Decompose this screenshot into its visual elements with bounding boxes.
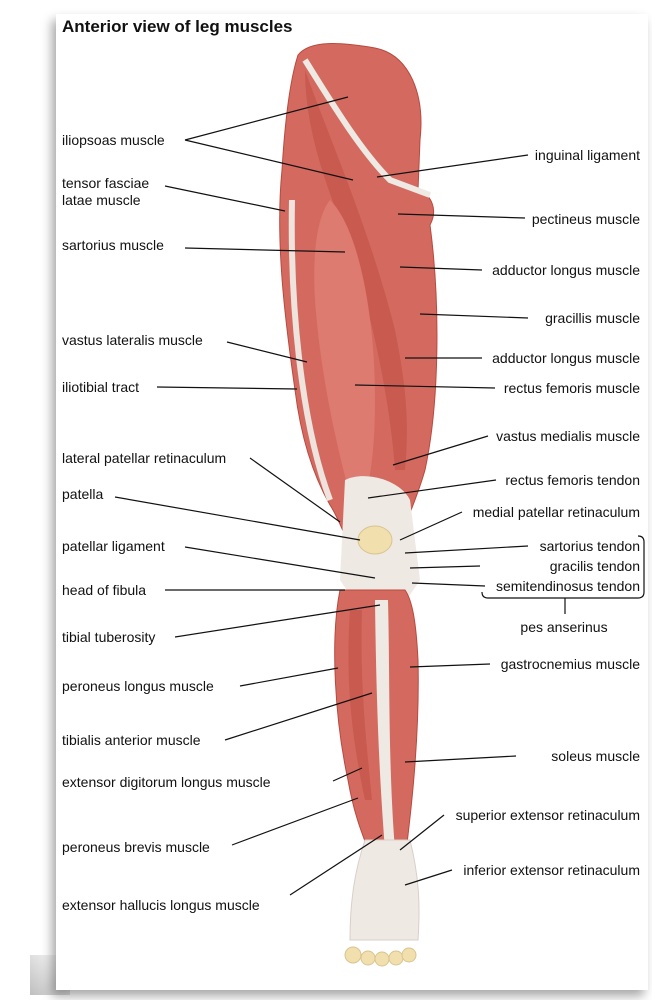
label-rectus-femoris-tendon: rectus femoris tendon bbox=[505, 472, 640, 488]
patella bbox=[357, 525, 393, 555]
label-pectineus-muscle: pectineus muscle bbox=[531, 211, 640, 227]
label-extensor-digitorum-longus-muscle: extensor digitorum longus muscle bbox=[62, 774, 271, 790]
leader-line-vastus-lateralis-muscle bbox=[226, 341, 308, 363]
leader-line-gastrocnemius-muscle bbox=[409, 663, 491, 668]
leader-line-vastus-medialis-muscle bbox=[392, 435, 489, 466]
label-gracilis-tendon: gracilis tendon bbox=[549, 558, 640, 574]
leader-line-sartorius-muscle bbox=[184, 247, 346, 253]
leader-line-iliopsoas-muscle bbox=[184, 96, 349, 141]
label-tibial-tuberosity: tibial tuberosity bbox=[62, 629, 156, 645]
inguinal-ligament bbox=[302, 58, 432, 198]
label-vastus-lateralis-muscle: vastus lateralis muscle bbox=[62, 332, 203, 348]
label-rectus-femoris-muscle: rectus femoris muscle bbox=[503, 380, 640, 396]
leader-line-patella bbox=[114, 496, 361, 541]
leader-line-extensor-digitorum-longus-muscle bbox=[332, 767, 363, 782]
leader-line-soleus-muscle bbox=[404, 755, 517, 763]
label-tibialis-anterior-muscle: tibialis anterior muscle bbox=[62, 732, 201, 748]
label-gracillis-muscle: gracillis muscle bbox=[545, 310, 640, 326]
label-adductor-longus-muscle: adductor longus muscle bbox=[492, 262, 640, 278]
label-soleus-muscle: soleus muscle bbox=[551, 748, 640, 764]
iliotibial-tract bbox=[288, 199, 333, 502]
leader-line-superior-extensor-retinaculum bbox=[399, 814, 445, 851]
leader-line-extensor-hallucis-longus-muscle bbox=[289, 834, 383, 896]
label-head-of-fibula: head of fibula bbox=[62, 582, 147, 598]
label-patellar-ligament: patellar ligament bbox=[62, 538, 165, 554]
label-inguinal-ligament: inguinal ligament bbox=[534, 147, 640, 163]
label-pes-anserinus: pes anserinus bbox=[520, 619, 608, 635]
leader-line-tibialis-anterior-muscle bbox=[224, 692, 373, 741]
diagram-title: Anterior view of leg muscles bbox=[62, 17, 293, 36]
leader-line-iliopsoas-muscle bbox=[184, 139, 354, 181]
label-latae-muscle: latae muscle bbox=[62, 192, 141, 208]
leader-line-tibial-tuberosity bbox=[174, 604, 381, 638]
leader-line-patellar-ligament bbox=[184, 546, 376, 579]
sartorius-muscle bbox=[305, 70, 407, 470]
leader-line-iliotibial-tract bbox=[156, 386, 298, 390]
leader-line-tensor-fasciae bbox=[164, 185, 286, 212]
leader-line-semitendinosus-tendon bbox=[411, 582, 486, 587]
leader-line-medial-patellar-retinaculum bbox=[399, 511, 463, 541]
label-vastus-medialis-muscle: vastus medialis muscle bbox=[496, 428, 640, 444]
label-extensor-hallucis-longus-muscle: extensor hallucis longus muscle bbox=[62, 897, 260, 913]
pes-anserinus-bracket bbox=[481, 535, 645, 614]
ankle-retinaculum bbox=[349, 839, 420, 941]
leader-line-inguinal-ligament bbox=[376, 154, 529, 178]
label-gastrocnemius-muscle: gastrocnemius muscle bbox=[500, 656, 640, 672]
label-tensor-fasciae: tensor fasciae bbox=[62, 175, 150, 191]
leader-line-gracilis-tendon bbox=[409, 565, 481, 569]
label-patella: patella bbox=[62, 486, 104, 502]
rectus-femoris bbox=[314, 200, 375, 495]
label-adductor-longus-muscle: adductor longus muscle bbox=[492, 350, 640, 366]
leader-line-pectineus-muscle bbox=[397, 213, 526, 219]
tibia-shaft bbox=[375, 600, 395, 850]
leader-line-inferior-extensor-retinaculum bbox=[404, 869, 453, 886]
leader-line-adductor-longus-muscle bbox=[399, 266, 483, 271]
label-semitendinosus-tendon: semitendinosus tendon bbox=[496, 578, 640, 594]
label-superior-extensor-retinaculum: superior extensor retinaculum bbox=[455, 807, 640, 823]
tibialis-anterior bbox=[348, 610, 372, 800]
label-peroneus-longus-muscle: peroneus longus muscle bbox=[62, 678, 214, 694]
label-peroneus-brevis-muscle: peroneus brevis muscle bbox=[62, 839, 210, 855]
label-sartorius-muscle: sartorius muscle bbox=[62, 237, 164, 253]
leg-muscles bbox=[279, 43, 438, 967]
leader-line-peroneus-longus-muscle bbox=[239, 667, 339, 687]
label-medial-patellar-retinaculum: medial patellar retinaculum bbox=[472, 504, 640, 520]
leader-lines bbox=[114, 96, 645, 896]
leader-line-lateral-patellar-retinaculum bbox=[249, 457, 341, 523]
leader-line-rectus-femoris-tendon bbox=[367, 479, 497, 499]
leader-line-sartorius-tendon bbox=[404, 545, 529, 554]
label-lateral-patellar-retinaculum: lateral patellar retinaculum bbox=[62, 450, 227, 466]
leader-line-rectus-femoris-muscle bbox=[354, 384, 496, 389]
label-inferior-extensor-retinaculum: inferior extensor retinaculum bbox=[463, 862, 640, 878]
toes bbox=[344, 946, 417, 967]
leader-line-gracillis-muscle bbox=[419, 313, 529, 319]
label-sartorius-tendon: sartorius tendon bbox=[539, 538, 640, 554]
leader-line-peroneus-brevis-muscle bbox=[231, 797, 359, 846]
label-iliotibial-tract: iliotibial tract bbox=[62, 379, 140, 395]
label-iliopsoas-muscle: iliopsoas muscle bbox=[62, 132, 165, 148]
